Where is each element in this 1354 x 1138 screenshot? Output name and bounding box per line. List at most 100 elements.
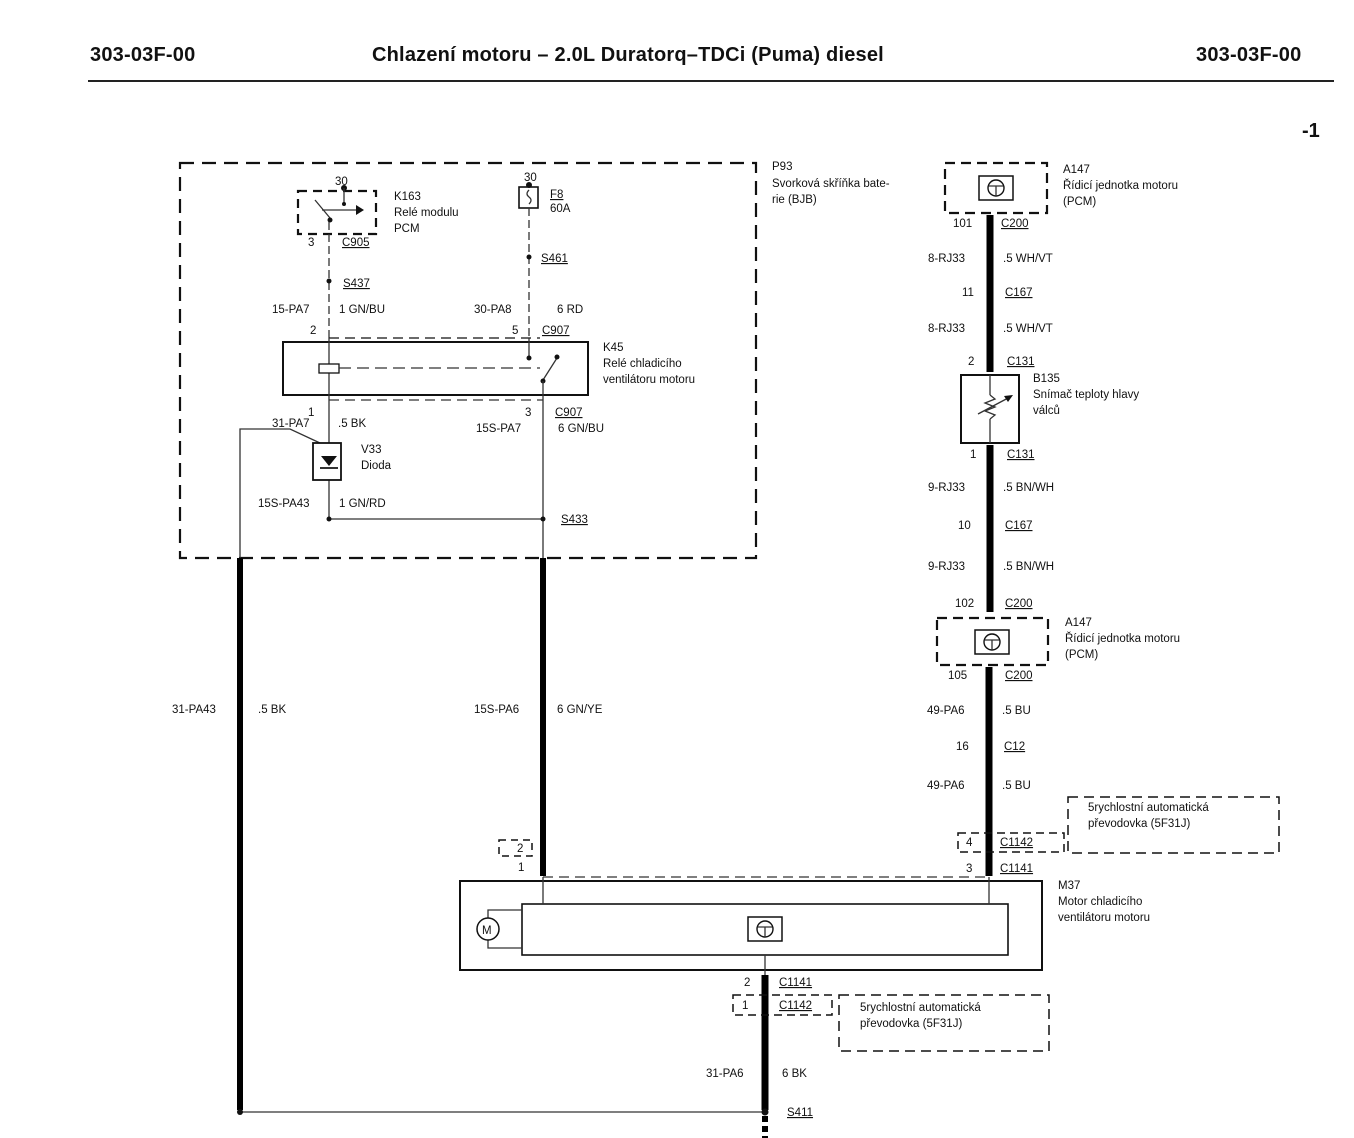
f8-id: F8 bbox=[550, 189, 563, 201]
w30pa8-circuit: 30-PA8 bbox=[474, 304, 512, 316]
a147-top-pcm bbox=[943, 161, 1049, 215]
w15pa7-spec: 1 GN/BU bbox=[339, 304, 385, 316]
w49pa6a-circuit: 49-PA6 bbox=[927, 705, 965, 717]
c1142-left-bracket bbox=[498, 839, 533, 857]
k45-id: K45 bbox=[603, 342, 623, 354]
c907-bot-right-pin: 3 bbox=[525, 407, 531, 419]
f8-rating: 60A bbox=[550, 203, 571, 215]
m37-id: M37 bbox=[1058, 880, 1080, 892]
w15spa7-circuit: 15S-PA7 bbox=[476, 423, 521, 435]
arrow-icon bbox=[356, 205, 364, 215]
page-number: -1 bbox=[1302, 120, 1320, 142]
c167-11-pin: 11 bbox=[962, 287, 974, 299]
k163-id: K163 bbox=[394, 191, 421, 203]
c1141-3-pin: 3 bbox=[966, 863, 972, 875]
transmission-upper-box bbox=[1067, 796, 1280, 854]
c131-2-pin: 2 bbox=[968, 356, 974, 368]
c1142-4-name: C1142 bbox=[1000, 837, 1033, 849]
b135-temperature-sensor bbox=[960, 374, 1020, 444]
k45-desc-1: Relé chladicího bbox=[603, 358, 682, 370]
c131-2-name: C131 bbox=[1007, 356, 1035, 368]
trans-lower-desc-2: převodovka (5F31J) bbox=[860, 1018, 962, 1030]
header-rule bbox=[88, 80, 1334, 82]
m37-cooling-fan-motor bbox=[459, 877, 1043, 975]
trans-upper-desc-2: převodovka (5F31J) bbox=[1088, 818, 1190, 830]
w15spa6-spec: 6 GN/YE bbox=[557, 704, 603, 716]
c907-top-right-pin: 5 bbox=[512, 325, 518, 337]
b135-desc-2: válců bbox=[1033, 405, 1060, 417]
c1142-4-pin: 4 bbox=[966, 837, 973, 849]
s433-label: S433 bbox=[561, 514, 588, 526]
k163-relay bbox=[296, 185, 378, 236]
c200-101-pin: 101 bbox=[953, 218, 972, 230]
a147-top-desc-2: (PCM) bbox=[1063, 196, 1096, 208]
w31pa43-spec: .5 BK bbox=[258, 704, 286, 716]
c1141-3-name: C1141 bbox=[1000, 863, 1033, 875]
s461-splice bbox=[526, 254, 532, 260]
c1142-2-pin: 2 bbox=[517, 843, 523, 855]
c167-10-name: C167 bbox=[1005, 520, 1033, 532]
w49pa6a-spec: .5 BU bbox=[1002, 705, 1031, 717]
c1142-lower-bracket bbox=[732, 994, 833, 1016]
w9rj33b-spec: .5 BN/WH bbox=[1003, 561, 1054, 573]
k163-terminal-30: 30 bbox=[335, 176, 348, 188]
c200-102-name: C200 bbox=[1005, 598, 1033, 610]
c1142-1-name: C1142 bbox=[779, 1000, 812, 1012]
c12-16-pin: 16 bbox=[956, 741, 969, 753]
c200-101-name: C200 bbox=[1001, 218, 1029, 230]
w8rj33a-circuit: 8-RJ33 bbox=[928, 253, 965, 265]
b135-desc-1: Snímač teploty hlavy bbox=[1033, 389, 1139, 401]
transmission-lower-box bbox=[838, 994, 1050, 1052]
s411-label: S411 bbox=[787, 1107, 813, 1119]
c907-bot-left-pin: 1 bbox=[308, 407, 314, 419]
w15pa7-circuit: 15-PA7 bbox=[272, 304, 310, 316]
w31pa7-circuit: 31-PA7 bbox=[272, 418, 310, 430]
motor-symbol: M bbox=[482, 925, 492, 937]
c167-10-pin: 10 bbox=[958, 520, 971, 532]
p93-id: P93 bbox=[772, 161, 792, 173]
w9rj33a-circuit: 9-RJ33 bbox=[928, 482, 965, 494]
p93-desc-2: rie (BJB) bbox=[772, 194, 817, 206]
a147-bottom-id: A147 bbox=[1065, 617, 1092, 629]
c907-bot-name: C907 bbox=[555, 407, 583, 419]
w8rj33b-circuit: 8-RJ33 bbox=[928, 323, 965, 335]
s437-label: S437 bbox=[343, 278, 370, 290]
c131-1-name: C131 bbox=[1007, 449, 1035, 461]
v33-diode bbox=[312, 442, 342, 481]
w30pa8-spec: 6 RD bbox=[557, 304, 583, 316]
c1142-1-pin: 1 bbox=[742, 1000, 748, 1012]
s411-splice bbox=[761, 1108, 769, 1116]
s437-splice bbox=[326, 278, 332, 284]
m37-desc-2: ventilátoru motoru bbox=[1058, 912, 1150, 924]
c907-top-name: C907 bbox=[542, 325, 570, 337]
a147-top-id: A147 bbox=[1063, 164, 1090, 176]
s461-label: S461 bbox=[541, 253, 568, 265]
w15spa7-spec: 6 GN/BU bbox=[558, 423, 604, 435]
c905-pin: 3 bbox=[308, 237, 314, 249]
w9rj33a-spec: .5 BN/WH bbox=[1003, 482, 1054, 494]
page-title: Chlazení motoru – 2.0L Duratorq–TDCi (Pu… bbox=[372, 44, 884, 66]
c167-11-name: C167 bbox=[1005, 287, 1033, 299]
w9rj33b-circuit: 9-RJ33 bbox=[928, 561, 965, 573]
k45-desc-2: ventilátoru motoru bbox=[603, 374, 695, 386]
c200-102-pin: 102 bbox=[955, 598, 974, 610]
a147-top-desc-1: Řídicí jednotka motoru bbox=[1063, 179, 1178, 192]
k163-desc-2: PCM bbox=[394, 223, 420, 235]
a147-bottom-pcm bbox=[935, 616, 1050, 667]
p93-desc-1: Svorková skříňka bate- bbox=[772, 178, 890, 190]
trans-lower-desc-1: 5rychlostní automatická bbox=[860, 1002, 981, 1014]
f8-fuse bbox=[518, 182, 539, 209]
w31pa43-circuit: 31-PA43 bbox=[172, 704, 216, 716]
p93-battery-junction-box bbox=[178, 161, 758, 560]
c200-105-name: C200 bbox=[1005, 670, 1033, 682]
c200-105-pin: 105 bbox=[948, 670, 967, 682]
m37-desc-1: Motor chladicího bbox=[1058, 896, 1142, 908]
c1141-2-pin: 2 bbox=[744, 977, 750, 989]
section-code-left: 303-03F-00 bbox=[90, 44, 196, 66]
c905-name: C905 bbox=[342, 237, 370, 249]
a147-bottom-desc-2: (PCM) bbox=[1065, 649, 1098, 661]
f8-terminal-30: 30 bbox=[524, 172, 537, 184]
c1142-upper-bracket bbox=[957, 832, 1065, 853]
w8rj33b-spec: .5 WH/VT bbox=[1003, 323, 1053, 335]
